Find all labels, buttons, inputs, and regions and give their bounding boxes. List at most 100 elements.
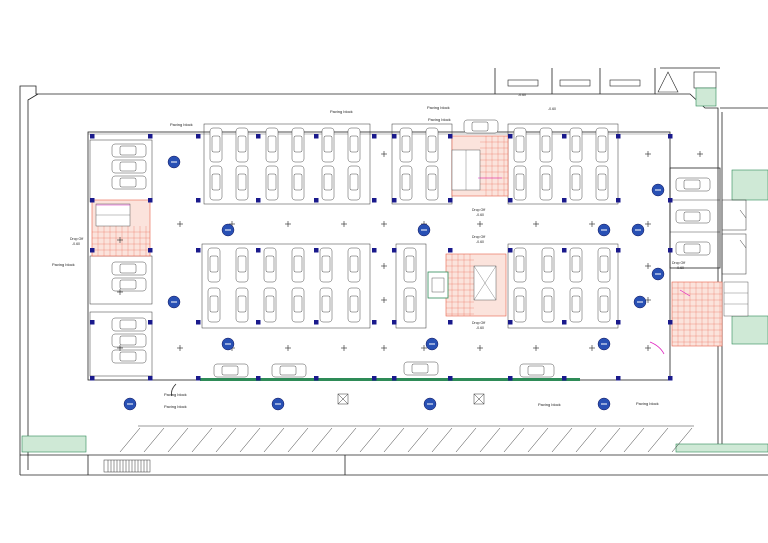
column <box>148 376 153 381</box>
light-point <box>477 221 483 227</box>
column <box>372 320 377 325</box>
light-point <box>341 345 347 351</box>
light-point <box>285 345 291 351</box>
column <box>392 198 397 203</box>
direction-sign <box>271 397 285 411</box>
direction-sign <box>167 155 181 169</box>
car <box>291 247 305 283</box>
direction-sign <box>123 397 137 411</box>
parking-stripe <box>599 427 621 453</box>
column <box>668 198 673 203</box>
parking-stripe <box>623 427 645 453</box>
direction-sign <box>417 223 431 237</box>
car <box>403 247 417 283</box>
car <box>347 165 361 201</box>
direction-sign <box>633 295 647 309</box>
car <box>539 127 553 163</box>
cars-vertical <box>207 127 611 323</box>
car <box>111 159 147 174</box>
parking-stripe <box>431 427 453 453</box>
car <box>595 165 609 201</box>
car <box>263 247 277 283</box>
label-paving-block: Paving block <box>164 392 187 397</box>
parking-stripe <box>671 427 693 453</box>
label-drop-off: Drop Off <box>472 235 485 239</box>
column <box>668 134 673 139</box>
column <box>668 248 673 253</box>
column <box>372 134 377 139</box>
parking-stripe <box>383 427 405 453</box>
direction-sign <box>425 337 439 351</box>
parking-stripe <box>119 427 141 453</box>
label-paving-block: Paving block <box>538 402 561 407</box>
label-paving-block: Paving block <box>330 109 353 114</box>
car <box>675 177 711 192</box>
car <box>111 317 147 332</box>
stair-core-left <box>91 199 151 257</box>
landscape-areas <box>21 87 768 453</box>
light-point <box>645 151 651 157</box>
car <box>675 209 711 224</box>
car <box>675 241 711 256</box>
column <box>196 134 201 139</box>
column <box>616 198 621 203</box>
stall-blocks <box>89 123 619 377</box>
car <box>541 287 555 323</box>
car <box>513 165 527 201</box>
car <box>213 363 249 378</box>
text-labels: Paving block Paving block Paving block P… <box>52 93 685 409</box>
column <box>508 198 513 203</box>
light-point <box>645 221 651 227</box>
column <box>392 320 397 325</box>
parking-stripe <box>263 427 285 453</box>
light-point <box>381 151 387 157</box>
label-paving-block: Paving block <box>170 122 193 127</box>
car <box>319 247 333 283</box>
column <box>148 248 153 253</box>
column <box>616 134 621 139</box>
direction-sign <box>651 183 665 197</box>
parking-stripe <box>527 427 549 453</box>
label-drop-off: Drop Off <box>472 208 485 212</box>
light-point <box>285 221 291 227</box>
label-paving-block: Paving block <box>164 404 187 409</box>
column <box>448 320 453 325</box>
column <box>448 376 453 381</box>
stair-cores <box>91 135 749 347</box>
column <box>196 320 201 325</box>
car <box>513 247 527 283</box>
column <box>448 134 453 139</box>
label-level: -0.60 <box>72 242 80 246</box>
car <box>319 287 333 323</box>
car <box>235 127 249 163</box>
car <box>595 127 609 163</box>
light-point <box>177 221 183 227</box>
car <box>425 165 439 201</box>
car <box>271 363 307 378</box>
car <box>111 175 147 190</box>
light-points <box>117 151 703 351</box>
column <box>562 320 567 325</box>
column <box>562 248 567 253</box>
label-drop-off: Drop Off <box>472 321 485 325</box>
car <box>207 287 221 323</box>
column <box>196 376 201 381</box>
car <box>539 165 553 201</box>
column <box>196 248 201 253</box>
car <box>111 277 147 292</box>
right-rooms <box>721 199 747 275</box>
light-point <box>477 345 483 351</box>
light-point <box>117 237 123 243</box>
parking-stripe <box>455 427 477 453</box>
site-boundary <box>19 67 768 476</box>
label-paving-block: Paving block <box>428 117 451 122</box>
car <box>541 247 555 283</box>
car <box>463 119 499 134</box>
parking-stripe <box>575 427 597 453</box>
top-wall-details <box>507 71 717 93</box>
car <box>513 287 527 323</box>
direction-sign <box>423 397 437 411</box>
parking-stripe <box>407 427 429 453</box>
parking-stripe <box>551 427 573 453</box>
stair-core-center-bottom <box>427 253 507 317</box>
